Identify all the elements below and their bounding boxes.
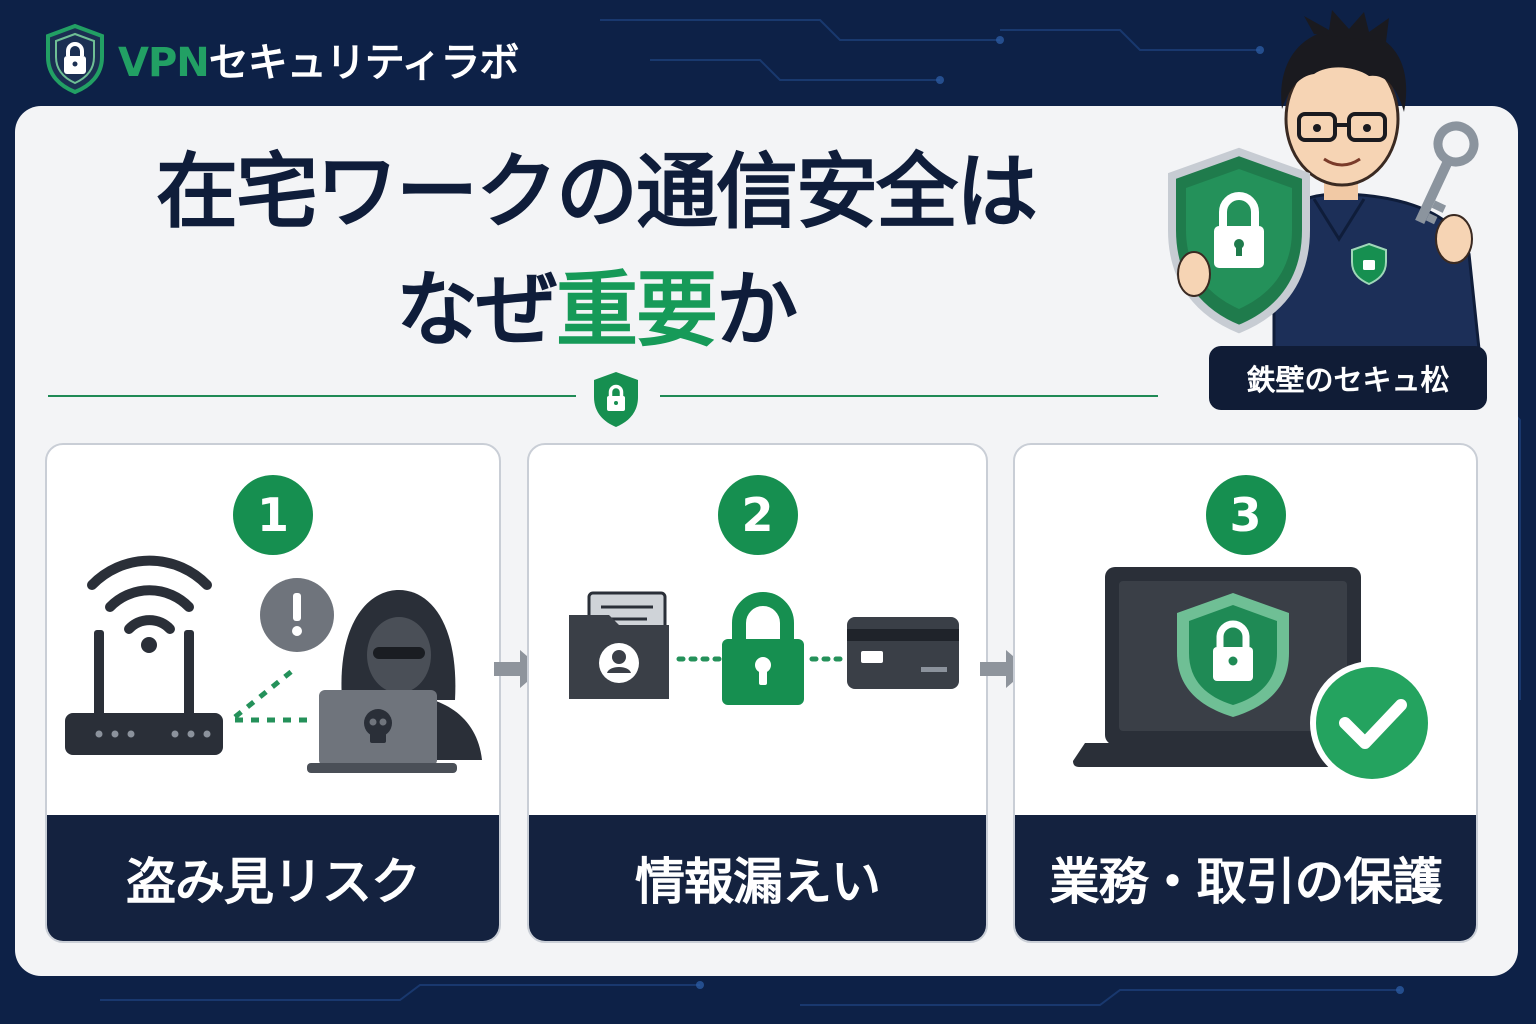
card-3-illustration (1073, 567, 1434, 785)
laptop-skull-icon (307, 690, 457, 773)
mascot-name-badge: 鉄壁のセキュ松 (1209, 346, 1487, 410)
shield-lock-icon (594, 372, 638, 427)
wifi-router-icon (65, 555, 223, 755)
laptop-shield-icon (1073, 567, 1395, 767)
page-title: 在宅ワークの通信安全は なぜ重要か (36, 134, 1156, 370)
key-icon (1415, 121, 1479, 225)
title-line-2-pre: なぜ (395, 263, 558, 358)
card-3: 3 業務・取引の保護 (1013, 443, 1478, 943)
card-number: 1 (233, 475, 313, 555)
warning-icon (260, 578, 334, 652)
title-line-1: 在宅ワークの通信安全は (155, 145, 1038, 240)
card-label: 情報漏えい (529, 815, 986, 941)
divider-left (48, 395, 576, 397)
title-accent: 重要 (555, 263, 718, 358)
credit-card-icon (847, 617, 959, 689)
divider-right (660, 395, 1158, 397)
shield-lock-icon (1168, 147, 1310, 334)
shield-lock-icon (46, 23, 104, 95)
card-2: 2 情報漏えい (527, 443, 988, 943)
mascot-character (1168, 10, 1481, 349)
card-number: 3 (1205, 475, 1286, 555)
padlock-icon (722, 592, 804, 705)
brand-name: VPNセキュリティラボ (118, 30, 520, 88)
brand-header: VPNセキュリティラボ (44, 22, 520, 96)
card-1: 1 (45, 443, 501, 943)
hair (1281, 29, 1407, 112)
card-2-illustration (569, 591, 959, 705)
folder-user-icon (569, 591, 669, 699)
brand-rest: セキュリティラボ (208, 40, 520, 86)
card-number: 2 (717, 475, 798, 555)
brand-vpn: VPN (118, 40, 210, 86)
card-label: 業務・取引の保護 (1015, 815, 1476, 941)
title-line-2: なぜ重要か (36, 252, 1156, 370)
check-circle-icon (1310, 661, 1434, 785)
title-line-2-post: か (716, 263, 798, 358)
card-1-illustration (65, 555, 482, 773)
card-label: 盗み見リスク (47, 815, 499, 941)
